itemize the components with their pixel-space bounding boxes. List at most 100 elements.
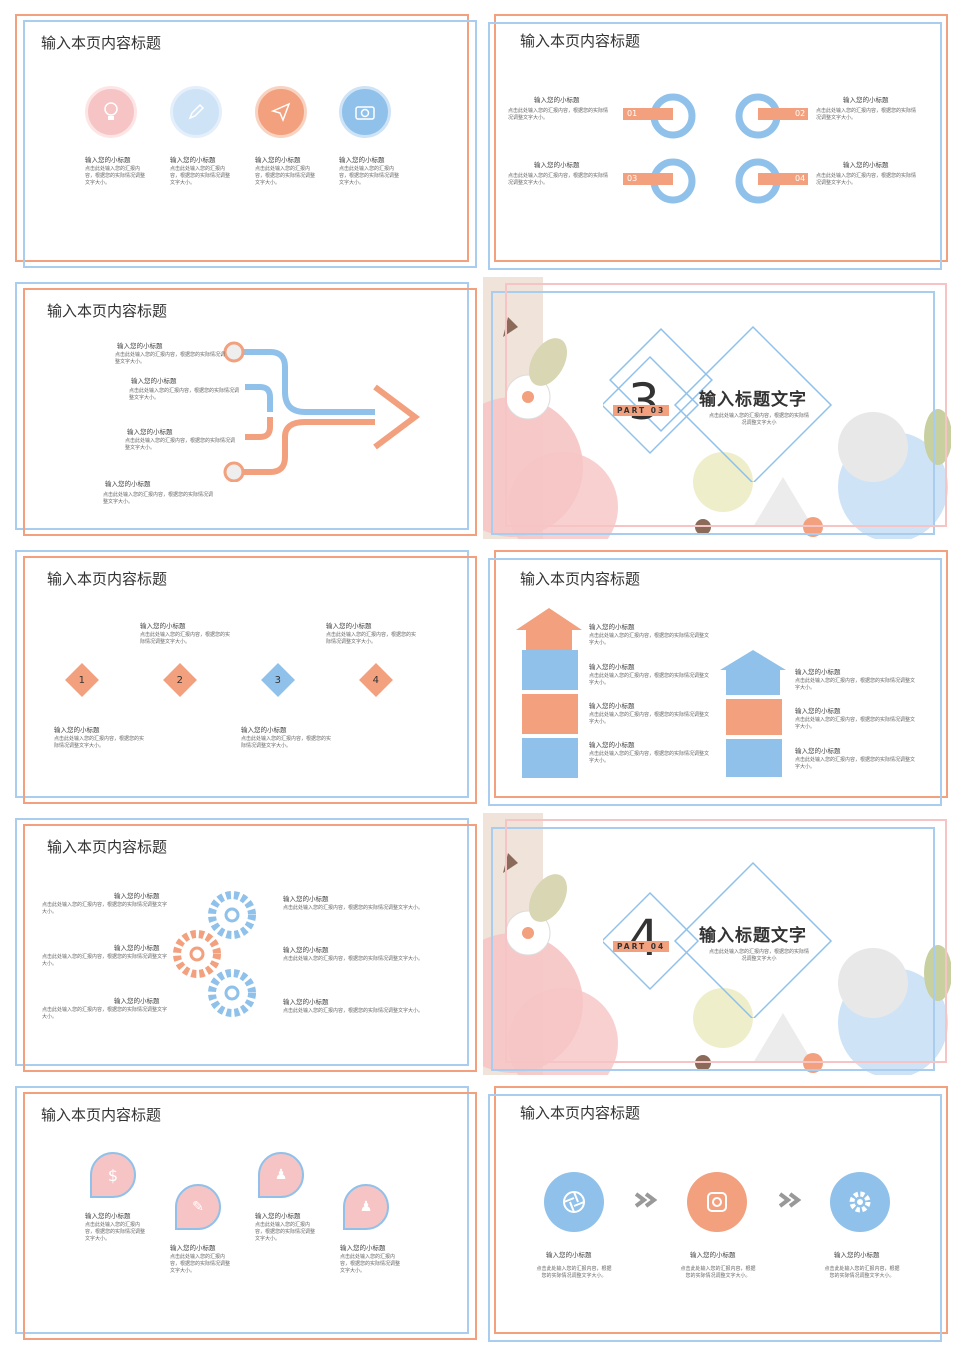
part-label: PART 03 [613, 405, 670, 416]
page-title: 输入本页内容标题 [41, 34, 162, 52]
desc-3: 点击此处输入您的汇报内容，根据您的实际情况调整文字大小。 [241, 736, 332, 749]
diamond-frame [603, 861, 833, 1018]
frame-inner [488, 22, 942, 270]
chevron-right-icon [778, 1192, 802, 1208]
desc-4: 点击此处输入您的汇报内容，根据您的实际情况调整文字大小。 [103, 492, 214, 505]
subtitle-r1: 输入您的小标题 [283, 895, 329, 903]
subtitle-l4: 输入您的小标题 [589, 741, 635, 749]
desc-r3: 点击此处输入您的汇报内容，根据您的实际情况调整文字大小。 [795, 757, 916, 770]
gears-icon [173, 891, 256, 1017]
team-icon: ♟ [258, 1152, 304, 1198]
desc-r1: 点击此处输入您的汇报内容，根据您的实际情况调整文字大小。 [283, 905, 424, 911]
frame-inner [23, 1092, 477, 1340]
subtitle-4: 输入您的小标题 [105, 480, 151, 488]
subtitle-r1: 输入您的小标题 [795, 668, 841, 676]
subtitle-2: 输入您的小标题 [131, 377, 177, 385]
lightbulb-icon [85, 86, 137, 138]
camera-icon [339, 86, 391, 138]
frame-outer [15, 282, 469, 530]
desc-1: 点击此处输入您的汇报内容，根据您的实际情况调整文字大小。 [54, 736, 145, 749]
section-caption: 输入标题文字 [699, 926, 807, 946]
desc-3: 点击此处输入您的汇报内容，根据您的实际情况调整文字大小。 [255, 166, 316, 186]
part-label: PART 04 [613, 941, 670, 952]
floral-illustration [483, 277, 951, 539]
desc-2: 点击此处输入您的汇报内容，根据您的实际情况调整文字大小。 [816, 108, 917, 121]
desc-2: 点击此处输入您的汇报内容，根据您的实际情况调整文字大小。 [170, 1254, 231, 1274]
desc-3: 点击此处输入您的汇报内容，根据您的实际情况调整文字大小。 [255, 1222, 316, 1242]
desc-2: 点击此处输入您的汇报内容，根据您的实际情况调整文字大小。 [129, 388, 240, 401]
subtitle-1: 输入您的小标题 [54, 726, 100, 734]
slide-6: 输入本页内容标题 输入您的小标题 点击此处输入您的汇报内容，根据您的实际情况调整… [488, 550, 953, 810]
aperture-icon [544, 1172, 604, 1232]
desc-2: 点击此处输入您的汇报内容，根据您的实际情况调整文字大小。 [680, 1266, 756, 1279]
section-number: 3 [628, 373, 660, 431]
section-caption: 输入标题文字 [699, 390, 807, 410]
subtitle-3: 输入您的小标题 [255, 1212, 301, 1220]
section-slide-4: 4 PART 04 输入标题文字 点击此处输入您的汇报内容，根据您的实际情况调整… [483, 813, 951, 1075]
slide-10: 输入本页内容标题 输入您的小标题 点击此处输入您的汇报内容，根据您的实际情况调整… [488, 1086, 953, 1346]
ring-diagram [623, 93, 808, 204]
subtitle-3: 输入您的小标题 [127, 428, 173, 436]
subtitle-l2: 输入您的小标题 [589, 663, 635, 671]
subtitle-r3: 输入您的小标题 [283, 998, 329, 1006]
subtitle-2: 输入您的小标题 [170, 1244, 216, 1252]
frame-blue [491, 827, 935, 1071]
desc-l2: 点击此处输入您的汇报内容，根据您的实际情况调整文字大小。 [589, 673, 710, 686]
subtitle-3: 输入您的小标题 [534, 161, 580, 169]
subtitle-3: 输入您的小标题 [255, 156, 301, 164]
frame-inner [23, 824, 477, 1072]
subtitle-l2: 输入您的小标题 [114, 944, 160, 952]
step-num-1: 1 [78, 674, 86, 686]
pencil-icon [170, 86, 222, 138]
presenter-icon: ✎ [175, 1184, 221, 1230]
frame-outer [494, 1086, 948, 1334]
subtitle-1: 输入您的小标题 [85, 156, 131, 164]
num-03: 03 [627, 174, 638, 183]
section-slide-3: 3 PART 03 输入标题文字 点击此处输入您的汇报内容，根据您的实际情况调整… [483, 277, 951, 539]
slide-2: 输入本页内容标题 01 02 03 04 输入您的小标题 点击此处输入您的汇报内… [488, 14, 953, 274]
page-title: 输入本页内容标题 [47, 838, 168, 856]
frame-inner [23, 556, 477, 804]
gear-icon [830, 1172, 890, 1232]
subtitle-1: 输入您的小标题 [85, 1212, 131, 1220]
page-title: 输入本页内容标题 [47, 302, 168, 320]
num-02: 02 [795, 109, 806, 118]
desc-2: 点击此处输入您的汇报内容，根据您的实际情况调整文字大小。 [140, 632, 231, 645]
subtitle-r3: 输入您的小标题 [795, 747, 841, 755]
desc-3: 点击此处输入您的汇报内容，根据您的实际情况调整文字大小。 [824, 1266, 900, 1279]
slide-7: 输入本页内容标题 输入您的小标题 点击此处输入您的汇报内容，根据您的实际情况调整… [15, 818, 480, 1078]
frame-inner [488, 558, 942, 806]
subtitle-3: 输入您的小标题 [241, 726, 287, 734]
page-title: 输入本页内容标题 [41, 1106, 162, 1124]
desc-1: 点击此处输入您的汇报内容，根据您的实际情况调整文字大小。 [536, 1266, 612, 1279]
section-desc: 点击此处输入您的汇报内容，根据您的实际情况调整文字大小 [709, 413, 810, 426]
frame-pink [505, 819, 947, 1063]
money-person-icon: $ [90, 1152, 136, 1198]
desc-3: 点击此处输入您的汇报内容，根据您的实际情况调整文字大小。 [508, 173, 609, 186]
frame-inner [23, 20, 477, 268]
page-title: 输入本页内容标题 [520, 32, 641, 50]
desc-4: 点击此处输入您的汇报内容，根据您的实际情况调整文字大小。 [326, 632, 417, 645]
subtitle-4: 输入您的小标题 [326, 622, 372, 630]
desc-2: 点击此处输入您的汇报内容，根据您的实际情况调整文字大小。 [170, 166, 231, 186]
desc-l2: 点击此处输入您的汇报内容，根据您的实际情况调整文字大小。 [42, 954, 168, 967]
num-04: 04 [795, 174, 806, 183]
frame-outer [15, 14, 469, 262]
desc-4: 点击此处输入您的汇报内容，根据您的实际情况调整文字大小。 [340, 1254, 401, 1274]
desc-l1: 点击此处输入您的汇报内容，根据您的实际情况调整文字大小。 [589, 633, 710, 646]
subtitle-1: 输入您的小标题 [546, 1251, 592, 1259]
arrow-diagram [223, 341, 420, 482]
subtitle-3: 输入您的小标题 [834, 1251, 880, 1259]
step-num-2: 2 [176, 674, 184, 686]
desc-4: 点击此处输入您的汇报内容，根据您的实际情况调整文字大小。 [816, 173, 917, 186]
step-num-3: 3 [274, 674, 282, 686]
subtitle-2: 输入您的小标题 [843, 96, 889, 104]
desc-l1: 点击此处输入您的汇报内容，根据您的实际情况调整文字大小。 [42, 902, 168, 915]
page-title: 输入本页内容标题 [520, 570, 641, 588]
subtitle-2: 输入您的小标题 [690, 1251, 736, 1259]
desc-r2: 点击此处输入您的汇报内容，根据您的实际情况调整文字大小。 [283, 956, 424, 962]
paper-plane-icon [255, 86, 307, 138]
slide-3: 输入本页内容标题 输入您的小标题 点击此处输入您的汇报内容，根据您的实际情况调整… [15, 282, 480, 542]
desc-l3: 点击此处输入您的汇报内容，根据您的实际情况调整文字大小。 [589, 712, 710, 725]
section-number: 4 [628, 909, 660, 967]
